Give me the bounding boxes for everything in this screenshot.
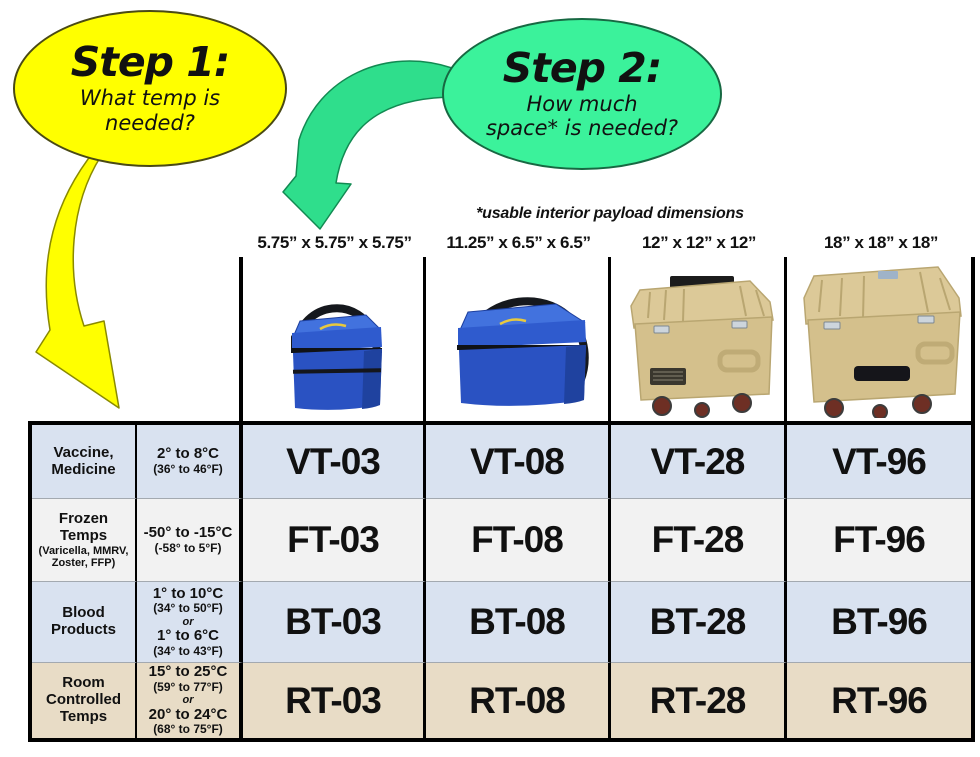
model-cell: VT-96 xyxy=(787,425,971,499)
model-code: FT-08 xyxy=(471,519,564,561)
model-cell: BT-96 xyxy=(787,582,971,663)
model-code: RT-28 xyxy=(649,679,747,721)
column-separator xyxy=(423,257,426,421)
model-code: VT-03 xyxy=(286,440,381,482)
model-code: FT-28 xyxy=(651,519,745,561)
step2-bubble: Step 2: How much space* is needed? xyxy=(442,18,722,170)
model-cell: VT-28 xyxy=(611,425,787,499)
temp-range-room: 15° to 25°C (59° to 77°F) or 20° to 24°C… xyxy=(137,663,243,738)
step2-question-line1: How much xyxy=(526,91,638,116)
product-image-small-blue-cooler xyxy=(291,304,382,410)
category-blood-products: Blood Products xyxy=(32,582,137,663)
column-separator xyxy=(608,257,611,421)
model-cell: RT-28 xyxy=(611,663,787,738)
model-cell: FT-96 xyxy=(787,499,971,582)
step1-bubble: Step 1: What temp is needed? xyxy=(13,10,287,167)
payload-dimensions-footnote: *usable interior payload dimensions xyxy=(476,205,744,222)
temp-range-frozen: -50° to -15°C (-58° to 5°F) xyxy=(137,499,243,582)
model-cell: RT-03 xyxy=(243,663,426,738)
model-code: VT-96 xyxy=(832,440,927,482)
step2-question-line2: space* is needed? xyxy=(485,116,679,140)
step1-question-line1: What temp is xyxy=(79,86,221,111)
product-image-wide-blue-cooler xyxy=(457,297,589,406)
dims-header-vt03: 5.75” x 5.75” x 5.75” xyxy=(257,233,412,252)
step1-question-line2: needed? xyxy=(105,110,195,135)
dims-header-vt28: 12” x 12” x 12” xyxy=(641,233,757,252)
temp-range-vaccine: 2° to 8°C (36° to 46°F) xyxy=(137,425,243,499)
category-frozen-sub: (Varicella, MMRV, Zoster, FFP) xyxy=(38,544,129,569)
model-code: BT-28 xyxy=(649,601,747,643)
model-code: RT-96 xyxy=(831,679,928,721)
step2-curved-arrow xyxy=(282,60,457,230)
model-code: FT-03 xyxy=(287,519,380,561)
model-code: RT-03 xyxy=(285,679,382,721)
model-cell: VT-03 xyxy=(243,425,426,499)
model-code: FT-96 xyxy=(833,519,926,561)
dims-header-vt08: 11.25” x 6.5” x 6.5” xyxy=(446,233,591,252)
step1-curved-arrow xyxy=(35,149,120,409)
model-code: BT-03 xyxy=(285,601,382,643)
model-cell: FT-28 xyxy=(611,499,787,582)
model-cell: VT-08 xyxy=(426,425,611,499)
category-room-controlled: Room Controlled Temps xyxy=(32,663,137,738)
model-code: RT-08 xyxy=(469,679,566,721)
category-vaccine-medicine: Vaccine, Medicine xyxy=(32,425,137,499)
model-cell: RT-96 xyxy=(787,663,971,738)
temp-range-blood: 1° to 10°C (34° to 50°F) or 1° to 6°C (3… xyxy=(137,582,243,663)
model-code: BT-08 xyxy=(469,601,566,643)
column-separator xyxy=(971,257,975,421)
column-separator xyxy=(784,257,787,421)
model-cell: BT-08 xyxy=(426,582,611,663)
model-code: VT-08 xyxy=(470,440,565,482)
model-code: VT-28 xyxy=(650,440,746,482)
product-image-large-tan-hard-case xyxy=(803,266,962,418)
product-image-tan-hard-case xyxy=(630,276,774,418)
step2-title: Step 2: xyxy=(502,43,662,92)
column-separator xyxy=(239,257,243,421)
category-frozen-temps: Frozen Temps (Varicella, MMRV, Zoster, F… xyxy=(32,499,137,582)
model-cell: BT-28 xyxy=(611,582,787,663)
dims-header-vt96: 18” x 18” x 18” xyxy=(823,233,939,252)
model-code: BT-96 xyxy=(831,601,928,643)
model-cell: RT-08 xyxy=(426,663,611,738)
model-cell: FT-03 xyxy=(243,499,426,582)
model-cell: BT-03 xyxy=(243,582,426,663)
step1-title: Step 1: xyxy=(70,38,230,87)
model-cell: FT-08 xyxy=(426,499,611,582)
model-selection-table: Vaccine, Medicine 2° to 8°C (36° to 46°F… xyxy=(28,421,975,742)
